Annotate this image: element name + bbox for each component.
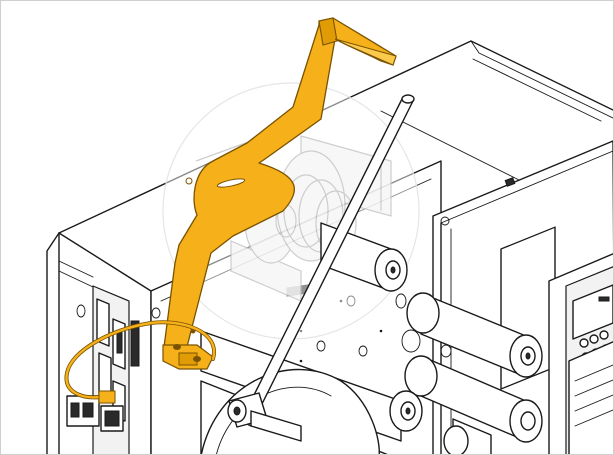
connector-panel xyxy=(58,260,140,454)
highlighted-cable xyxy=(64,320,217,404)
mounting-holes xyxy=(76,276,421,383)
guide-rod xyxy=(227,94,415,442)
bracket-highlight xyxy=(162,17,397,370)
